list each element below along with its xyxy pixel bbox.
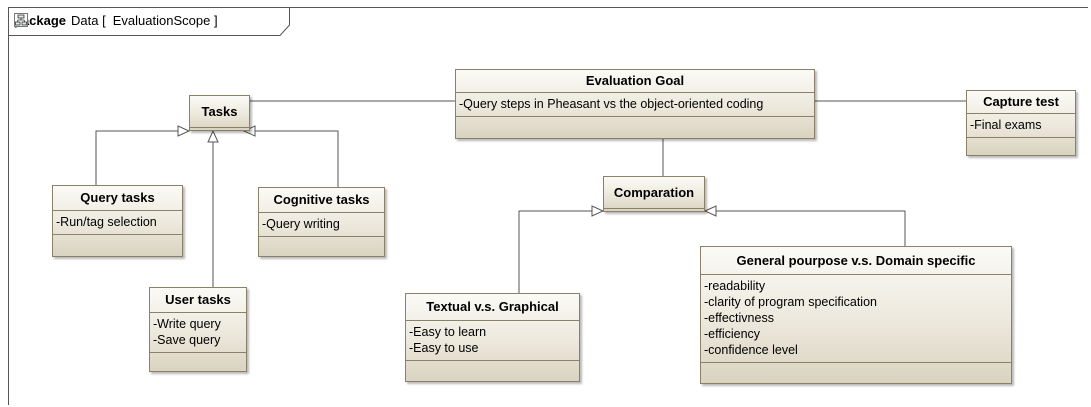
- gen-query-tasks: [95, 130, 178, 185]
- package-name: Data: [71, 13, 99, 28]
- gen-arrowhead: [207, 129, 219, 143]
- package-tab-label: package Data [ EvaluationScope ]: [14, 13, 218, 28]
- class-capture-test[interactable]: Capture test -Final exams: [966, 90, 1076, 156]
- attribute: -Run/tag selection: [56, 215, 157, 229]
- class-title: User tasks: [150, 288, 246, 313]
- class-attributes: -readability -clarity of program specifi…: [701, 275, 1011, 363]
- class-title: Comparation: [604, 177, 704, 209]
- package-tab: package Data [ EvaluationScope ]: [8, 7, 290, 36]
- attribute: -readability: [704, 279, 766, 293]
- gen-arrowhead: [177, 125, 191, 137]
- class-title: Tasks: [190, 96, 249, 128]
- bracket-open: [: [98, 13, 106, 28]
- package-tab-outline: [8, 7, 290, 36]
- class-user-tasks[interactable]: User tasks -Write query -Save query: [149, 287, 247, 372]
- class-attributes: -Query steps in Pheasant vs the object-o…: [456, 93, 814, 117]
- class-title: General pourpose v.s. Domain specific: [701, 247, 1011, 275]
- attribute: -Query steps in Pheasant vs the object-o…: [459, 97, 764, 111]
- class-cognitive-tasks[interactable]: Cognitive tasks -Query writing: [258, 187, 385, 257]
- attribute: -confidence level: [704, 343, 798, 357]
- attribute: -effectivness: [704, 311, 774, 325]
- class-title: Cognitive tasks: [259, 188, 384, 213]
- attribute: -efficiency: [704, 327, 761, 341]
- class-query-tasks[interactable]: Query tasks -Run/tag selection: [52, 185, 183, 257]
- gen-arrowhead: [703, 205, 717, 217]
- attribute: -Save query: [153, 333, 221, 347]
- gen-cognitive-tasks: [255, 130, 339, 187]
- class-attributes: -Write query -Save query: [150, 313, 246, 353]
- bracket-close: ]: [210, 13, 218, 28]
- class-title: Evaluation Goal: [456, 70, 814, 93]
- attribute: -Query writing: [262, 217, 340, 231]
- attribute: -clarity of program specification: [704, 295, 877, 309]
- attribute: -Final exams: [970, 118, 1042, 132]
- class-general-vs-domain-specific[interactable]: General pourpose v.s. Domain specific -r…: [700, 246, 1012, 384]
- gen-textual-graphical: [518, 210, 592, 293]
- class-title: Query tasks: [53, 186, 182, 211]
- class-textual-vs-graphical[interactable]: Textual v.s. Graphical -Easy to learn -E…: [405, 293, 580, 382]
- class-attributes: -Run/tag selection: [53, 211, 182, 235]
- class-title: Textual v.s. Graphical: [406, 294, 579, 321]
- class-comparation[interactable]: Comparation: [603, 176, 705, 212]
- package-frame: [8, 7, 1088, 405]
- class-evaluation-goal[interactable]: Evaluation Goal -Query steps in Pheasant…: [455, 69, 815, 139]
- diagram-name: EvaluationScope: [112, 13, 211, 28]
- class-title: Capture test: [967, 91, 1075, 114]
- gen-arrowhead: [591, 205, 605, 217]
- attribute: -Easy to learn: [409, 325, 487, 339]
- attribute: -Easy to use: [409, 341, 479, 355]
- class-tasks[interactable]: Tasks: [189, 95, 250, 131]
- class-attributes: -Query writing: [259, 213, 384, 237]
- class-attributes: -Final exams: [967, 114, 1075, 138]
- class-attributes: -Easy to learn -Easy to use: [406, 321, 579, 361]
- attribute: -Write query: [153, 317, 221, 331]
- gen-general-domain: [716, 210, 906, 246]
